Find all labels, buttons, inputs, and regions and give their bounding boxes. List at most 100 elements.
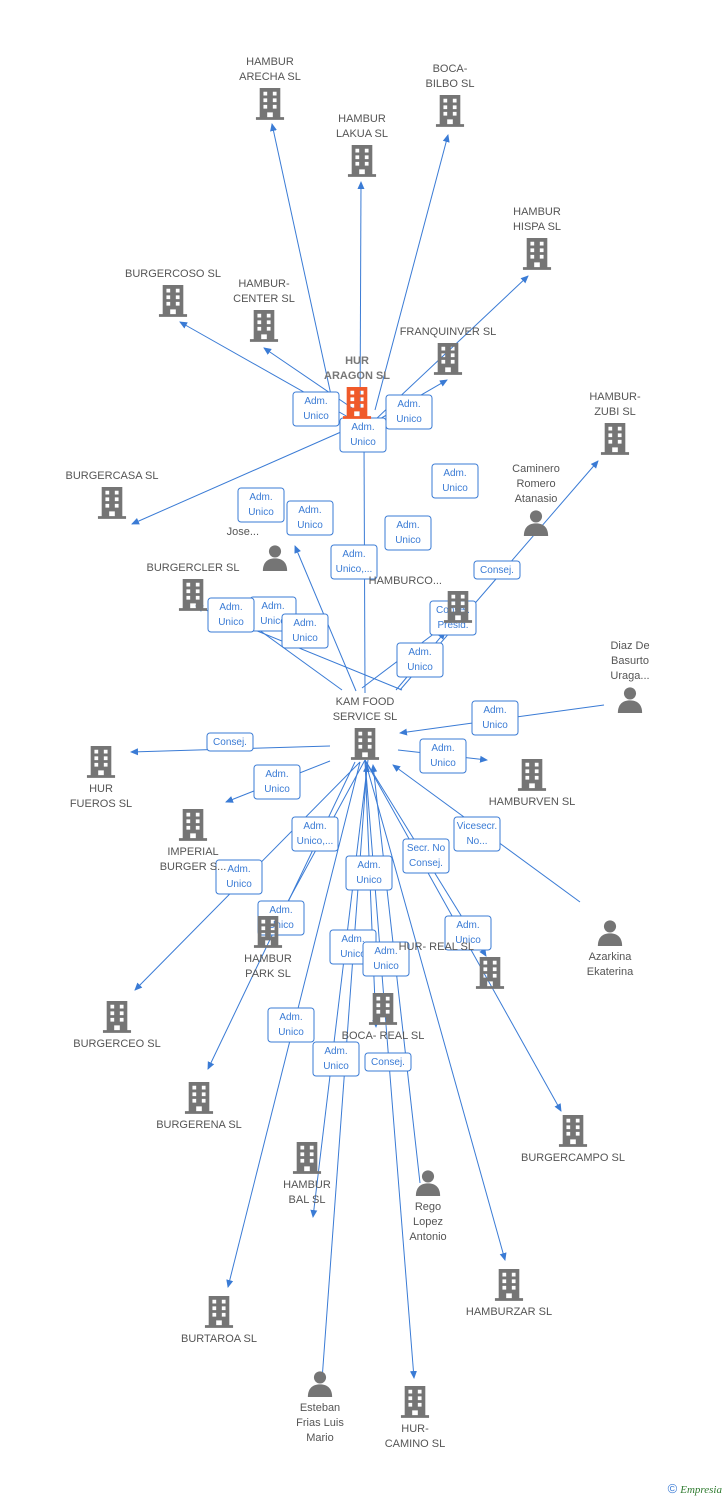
relation-label[interactable]: Adm.Unico bbox=[312, 1041, 360, 1077]
relation-label-box[interactable] bbox=[291, 816, 339, 852]
brand-name[interactable]: Empresia bbox=[680, 1484, 722, 1496]
relation-label-box[interactable] bbox=[471, 700, 519, 736]
building-icon[interactable] bbox=[558, 1115, 588, 1147]
node-burgercoso[interactable]: BURGERCOSO SL bbox=[125, 268, 221, 317]
relation-label[interactable]: Adm.Unico bbox=[286, 500, 334, 536]
relation-label-box[interactable] bbox=[345, 855, 393, 891]
relation-label[interactable]: Adm.Unico bbox=[237, 487, 285, 523]
node-hamburzar[interactable]: HAMBURZAR SL bbox=[466, 1269, 552, 1318]
node-franquinver[interactable]: FRANQUINVER SL bbox=[400, 326, 497, 375]
relation-label-box[interactable] bbox=[396, 642, 444, 678]
relation-label[interactable]: Vicesecr.No... bbox=[453, 816, 501, 852]
relation-label-box[interactable] bbox=[385, 394, 433, 430]
relation-label[interactable]: Adm.Unico bbox=[362, 941, 410, 977]
building-icon[interactable] bbox=[255, 88, 285, 120]
node-diaz[interactable]: Diaz DeBasurtoUraga... bbox=[610, 640, 650, 713]
building-icon[interactable] bbox=[204, 1296, 234, 1328]
building-icon[interactable] bbox=[350, 728, 380, 760]
relation-label[interactable]: Adm.Unico bbox=[253, 764, 301, 800]
building-icon[interactable] bbox=[347, 145, 377, 177]
relation-label[interactable]: Consej. bbox=[473, 560, 521, 580]
relation-label[interactable]: Adm.Unico bbox=[396, 642, 444, 678]
node-hur-camino[interactable]: HUR-CAMINO SL bbox=[385, 1386, 446, 1450]
relation-label-box[interactable] bbox=[402, 838, 450, 874]
relation-label[interactable]: Adm.Unico bbox=[215, 859, 263, 895]
node-burgercler[interactable]: BURGERCLER SL bbox=[147, 562, 240, 611]
relation-label-box[interactable] bbox=[453, 816, 501, 852]
relation-label-box[interactable] bbox=[292, 391, 340, 427]
building-icon[interactable] bbox=[178, 579, 208, 611]
person-icon[interactable] bbox=[617, 687, 643, 713]
node-burgercasa[interactable]: BURGERCASA SL bbox=[66, 470, 159, 519]
building-icon[interactable] bbox=[292, 1142, 322, 1174]
building-icon[interactable] bbox=[494, 1269, 524, 1301]
node-hambur-zubi[interactable]: HAMBUR-ZUBI SL bbox=[589, 391, 641, 455]
relation-label-box[interactable] bbox=[364, 1052, 412, 1072]
relation-label[interactable]: Adm.Unico,... bbox=[330, 544, 378, 580]
relation-label-box[interactable] bbox=[253, 764, 301, 800]
relation-label[interactable]: Consej. bbox=[364, 1052, 412, 1072]
person-icon[interactable] bbox=[307, 1371, 333, 1397]
building-icon[interactable] bbox=[517, 759, 547, 791]
building-icon[interactable] bbox=[368, 993, 398, 1025]
relation-label-box[interactable] bbox=[286, 500, 334, 536]
building-icon[interactable] bbox=[433, 343, 463, 375]
relation-label[interactable]: Adm.Unico bbox=[384, 515, 432, 551]
relation-label-box[interactable] bbox=[419, 738, 467, 774]
node-hamburven[interactable]: HAMBURVEN SL bbox=[489, 759, 576, 808]
relation-label-box[interactable] bbox=[444, 915, 492, 951]
building-icon[interactable] bbox=[600, 423, 630, 455]
node-burgerena[interactable]: BURGERENA SL bbox=[156, 1082, 242, 1131]
node-burgercampo[interactable]: BURGERCAMPO SL bbox=[521, 1115, 625, 1164]
node-burgerceo[interactable]: BURGERCEO SL bbox=[73, 1001, 161, 1050]
relation-label-box[interactable] bbox=[362, 941, 410, 977]
relation-label-box[interactable] bbox=[330, 544, 378, 580]
node-burtaroa[interactable]: BURTAROA SL bbox=[181, 1296, 257, 1345]
relation-label-box[interactable] bbox=[267, 1007, 315, 1043]
node-hur-real[interactable]: HUR- REAL SL bbox=[399, 941, 505, 989]
relation-label[interactable]: Adm.Unico bbox=[444, 915, 492, 951]
relation-label[interactable]: Consej. bbox=[206, 732, 254, 752]
node-hambur-center[interactable]: HAMBUR-CENTER SL bbox=[233, 278, 295, 342]
node-jose[interactable]: Jose... bbox=[227, 526, 288, 571]
relation-label[interactable]: Adm.Unico bbox=[385, 394, 433, 430]
building-icon[interactable] bbox=[342, 387, 372, 419]
relation-label[interactable]: Adm.Unico bbox=[281, 613, 329, 649]
relation-label-box[interactable] bbox=[431, 463, 479, 499]
relation-label[interactable]: Adm.Unico bbox=[419, 738, 467, 774]
relation-label-box[interactable] bbox=[207, 597, 255, 633]
person-icon[interactable] bbox=[262, 545, 288, 571]
building-icon[interactable] bbox=[97, 487, 127, 519]
relation-label[interactable]: Adm.Unico bbox=[207, 597, 255, 633]
building-icon[interactable] bbox=[158, 285, 188, 317]
node-hamburco[interactable]: HAMBURCO... bbox=[369, 575, 473, 623]
node-boca-real[interactable]: BOCA- REAL SL bbox=[342, 993, 425, 1042]
building-icon[interactable] bbox=[102, 1001, 132, 1033]
building-icon[interactable] bbox=[522, 238, 552, 270]
relation-label-box[interactable] bbox=[215, 859, 263, 895]
building-icon[interactable] bbox=[249, 310, 279, 342]
relation-label[interactable]: Adm.Unico bbox=[267, 1007, 315, 1043]
relation-label-box[interactable] bbox=[312, 1041, 360, 1077]
relation-label-box[interactable] bbox=[206, 732, 254, 752]
relation-label[interactable]: Adm.Unico bbox=[431, 463, 479, 499]
person-icon[interactable] bbox=[597, 920, 623, 946]
relation-label[interactable]: Adm.Unico bbox=[345, 855, 393, 891]
relation-label-box[interactable] bbox=[237, 487, 285, 523]
building-icon[interactable] bbox=[435, 95, 465, 127]
node-boca-bilbo[interactable]: BOCA-BILBO SL bbox=[426, 63, 475, 127]
relation-label[interactable]: Adm.Unico,... bbox=[291, 816, 339, 852]
